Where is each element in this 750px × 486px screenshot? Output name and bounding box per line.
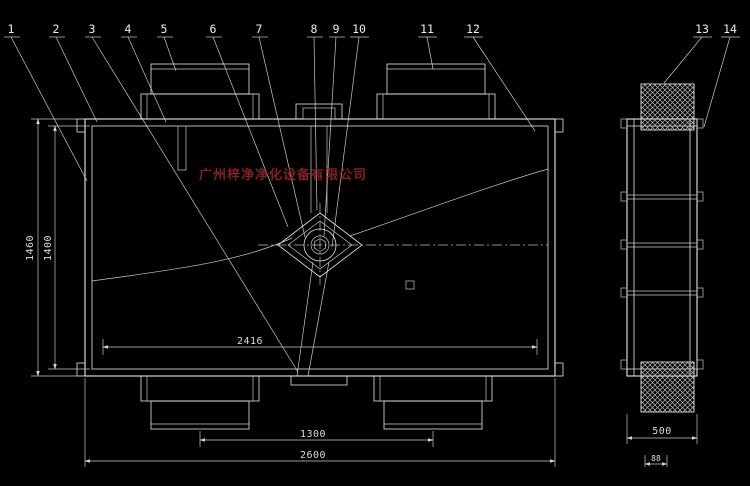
callout-11-label: 11 <box>420 22 434 36</box>
callout-9-label: 9 <box>333 22 340 36</box>
callout-4-leader <box>127 36 167 123</box>
callout-7: 7 <box>252 22 306 238</box>
fan-diamond-inner <box>287 220 353 270</box>
callout-14-leader <box>703 36 731 128</box>
airflow-curve-left <box>91 237 293 282</box>
callout-8: 8 <box>307 22 323 211</box>
front-interior <box>91 126 549 377</box>
callout-5-leader <box>163 36 177 72</box>
callout-6: 6 <box>206 22 289 228</box>
fan-hub-nut <box>314 238 326 252</box>
callout-8-leader <box>313 36 318 211</box>
callout-5: 5 <box>157 22 177 72</box>
bottom-left-duct <box>140 375 260 430</box>
side-shelves <box>627 194 697 296</box>
callout-13: 13 <box>663 22 712 84</box>
callout-10-label: 10 <box>352 22 366 36</box>
callout-2: 2 <box>49 22 98 123</box>
callout-3: 3 <box>85 22 299 373</box>
company-watermark: 广州梓净净化设备有限公司 <box>199 167 367 183</box>
callout-14-label: 14 <box>723 22 737 36</box>
bottom-filter-block <box>640 361 695 413</box>
callout-7-label: 7 <box>256 22 263 36</box>
side-view <box>620 83 704 413</box>
dim-inner-height-value: 1400 <box>43 235 54 261</box>
interior-channel <box>177 126 187 171</box>
callout-4-label: 4 <box>125 22 132 36</box>
dim-side-detail: 88 <box>644 454 668 467</box>
top-right-duct <box>376 63 496 120</box>
bottom-center-bracket <box>290 375 348 386</box>
dim-overall-height-value: 1460 <box>25 235 36 261</box>
callout-3-leader <box>91 36 299 373</box>
dim-duct-spacing-value: 1300 <box>300 429 326 440</box>
callout-2-label: 2 <box>53 22 60 36</box>
callout-1-label: 1 <box>8 22 15 36</box>
flange-bottom-left <box>76 362 86 377</box>
callout-4: 4 <box>121 22 167 123</box>
callout-3-label: 3 <box>89 22 96 36</box>
flange-top-left <box>76 118 86 133</box>
top-center-port <box>295 103 343 120</box>
callout-2-leader <box>55 36 98 123</box>
flange-top-right <box>554 118 564 133</box>
top-filter-block <box>640 83 695 131</box>
dim-overall-width: 2600 <box>84 378 556 467</box>
callout-8-label: 8 <box>311 22 318 36</box>
callout-6-label: 6 <box>210 22 217 36</box>
bottom-right-duct <box>373 375 493 430</box>
callout-12: 12 <box>464 22 536 132</box>
side-housing-outline <box>626 118 698 377</box>
callout-5-label: 5 <box>161 22 168 36</box>
side-dimensions: 500 88 <box>626 414 698 467</box>
dim-inner-height: 1400 <box>43 125 90 370</box>
airflow-curve-right <box>349 168 549 237</box>
dim-overall-width-value: 2600 <box>300 450 326 461</box>
dim-inner-width: 2416 <box>102 336 538 355</box>
front-view: 广州梓净净化设备有限公司 <box>76 63 564 430</box>
dim-side-detail-value: 88 <box>651 454 661 463</box>
callout-1: 1 <box>4 22 88 182</box>
callout-1-leader <box>10 36 88 182</box>
callout-13-leader <box>663 36 703 84</box>
dim-side-depth: 500 <box>626 414 698 444</box>
flange-bottom-right <box>554 362 564 377</box>
callout-10-leader <box>331 36 360 248</box>
callout-11: 11 <box>418 22 437 70</box>
callout-7-leader <box>258 36 306 238</box>
dim-duct-spacing: 1300 <box>199 429 434 447</box>
callout-12-label: 12 <box>466 22 480 36</box>
front-dimensions: 1460 1400 2416 1300 2600 <box>25 118 556 467</box>
callout-13-label: 13 <box>695 22 709 36</box>
callout-labels: 1 2 3 4 5 6 7 <box>4 22 740 373</box>
callout-9: 9 <box>323 22 345 237</box>
dim-side-depth-value: 500 <box>652 426 672 437</box>
callout-14: 14 <box>703 22 740 128</box>
dim-overall-height: 1460 <box>25 118 83 377</box>
side-flange-tabs <box>620 118 704 370</box>
callout-6-leader <box>212 36 289 228</box>
callout-12-leader <box>472 36 536 132</box>
dim-inner-width-value: 2416 <box>237 336 263 347</box>
callout-10: 10 <box>331 22 369 248</box>
callout-9-leader <box>323 36 337 237</box>
interior-access-mark <box>405 280 415 290</box>
front-housing-inner <box>91 125 549 370</box>
top-left-duct <box>140 63 260 120</box>
fan-assembly <box>258 203 548 287</box>
